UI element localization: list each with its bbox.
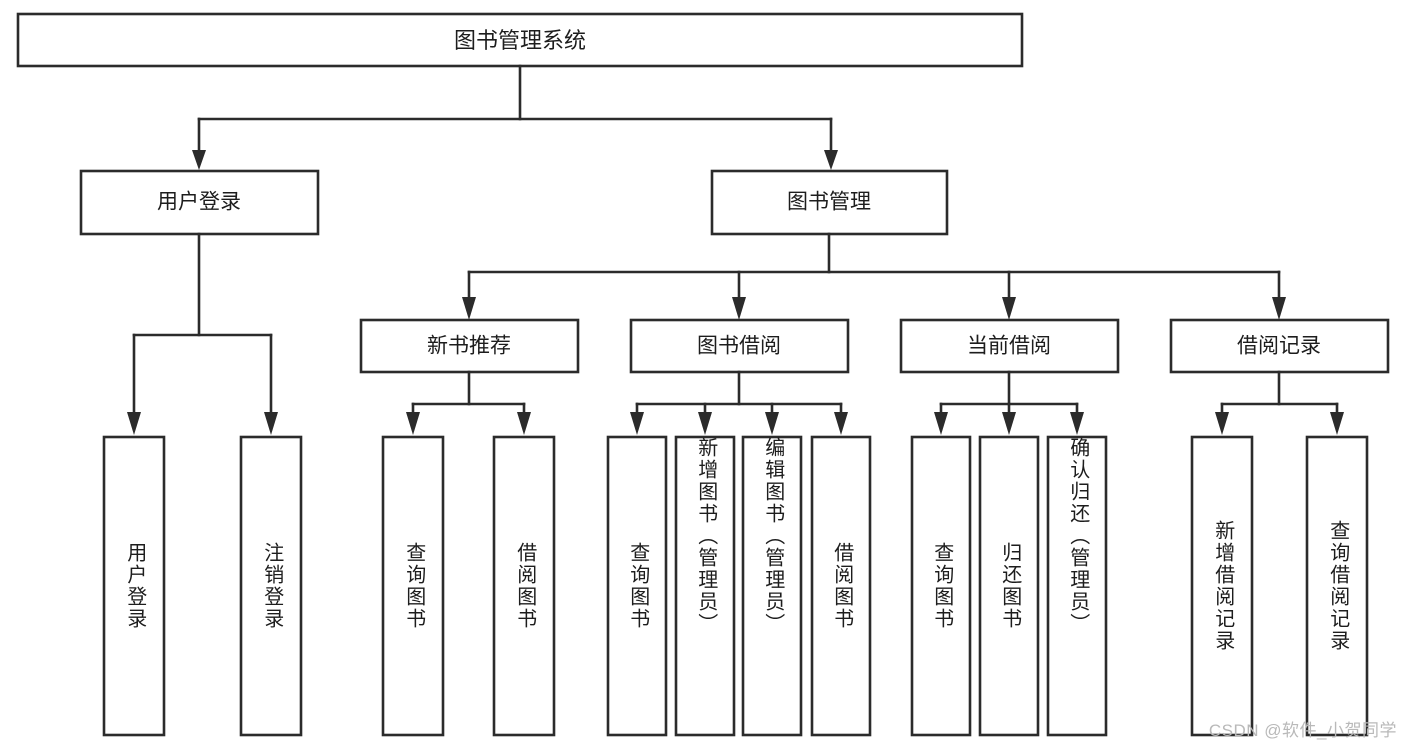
node-current-borrow[interactable]: 当前借阅: [899, 318, 1120, 374]
node-new-book-recommend[interactable]: 新书推荐: [359, 318, 580, 374]
node-book-manage[interactable]: 图书管理: [710, 169, 949, 236]
leaf-box-current-2[interactable]: [1046, 435, 1108, 737]
arrow-to-leaf-record-1: [1330, 412, 1344, 435]
arrow-to-new-book-recommend: [462, 297, 476, 320]
arrow-to-book-manage: [824, 150, 838, 170]
leaf-box-record-1[interactable]: [1305, 435, 1369, 737]
user-login-label: 用户登录: [157, 191, 241, 214]
leaf-box-user-login-1[interactable]: [239, 435, 303, 737]
connector-borrow-record-split: [1215, 370, 1344, 435]
arrow-to-leaf-record-0: [1215, 412, 1229, 435]
node-borrow-record[interactable]: 借阅记录: [1169, 318, 1390, 374]
arrow-to-leaf-user-login-0: [127, 412, 141, 435]
arrow-to-leaf-current-1: [1002, 412, 1016, 435]
node-root[interactable]: 图书管理系统: [16, 12, 1024, 68]
root-label: 图书管理系统: [454, 28, 586, 53]
leaf-box-current-0[interactable]: [910, 435, 972, 737]
borrow-record-label: 借阅记录: [1237, 335, 1321, 358]
arrow-to-leaf-recommend-1: [517, 412, 531, 435]
connector-new-book-recommend-split: [406, 370, 531, 435]
arrow-to-book-borrow: [732, 297, 746, 320]
connector-book-manage-split: [462, 232, 1286, 320]
leaf-box-recommend-1[interactable]: [492, 435, 556, 737]
current-borrow-label: 当前借阅: [967, 335, 1051, 358]
leaf-box-borrow-2[interactable]: [741, 435, 803, 737]
arrow-to-leaf-user-login-1: [264, 412, 278, 435]
leaf-box-borrow-1[interactable]: [674, 435, 736, 737]
leaf-box-borrow-0[interactable]: [606, 435, 668, 737]
book-borrow-label: 图书借阅: [697, 335, 781, 358]
node-book-borrow[interactable]: 图书借阅: [629, 318, 850, 374]
node-user-login[interactable]: 用户登录: [79, 169, 320, 236]
leaf-box-borrow-3[interactable]: [810, 435, 872, 737]
arrow-to-leaf-recommend-0: [406, 412, 420, 435]
leaf-box-recommend-0[interactable]: [381, 435, 445, 737]
new-book-recommend-box[interactable]: [359, 318, 580, 374]
connector-book-borrow-split: [630, 370, 848, 435]
connector-user-login-split: [127, 232, 278, 435]
new-book-recommend-label: 新书推荐: [427, 335, 511, 358]
arrow-to-borrow-record: [1272, 297, 1286, 320]
leaf-box-user-login-0[interactable]: [102, 435, 166, 737]
book-manage-label: 图书管理: [787, 191, 871, 214]
arrow-to-leaf-borrow-2: [765, 412, 779, 435]
user-login-box[interactable]: [79, 169, 320, 236]
arrow-to-user-login: [192, 150, 206, 170]
arrow-to-leaf-current-2: [1070, 412, 1084, 435]
arrow-to-current-borrow: [1002, 297, 1016, 320]
root-box[interactable]: [16, 12, 1024, 68]
arrow-to-leaf-current-0: [934, 412, 948, 435]
leaf-box-current-1[interactable]: [978, 435, 1040, 737]
leaf-box-record-0[interactable]: [1190, 435, 1254, 737]
arrow-to-leaf-borrow-1: [698, 412, 712, 435]
arrow-to-leaf-borrow-3: [834, 412, 848, 435]
connector-current-borrow-split: [934, 370, 1084, 435]
connector-root-split: [192, 64, 838, 170]
arrow-to-leaf-borrow-0: [630, 412, 644, 435]
current-borrow-box[interactable]: [899, 318, 1120, 374]
